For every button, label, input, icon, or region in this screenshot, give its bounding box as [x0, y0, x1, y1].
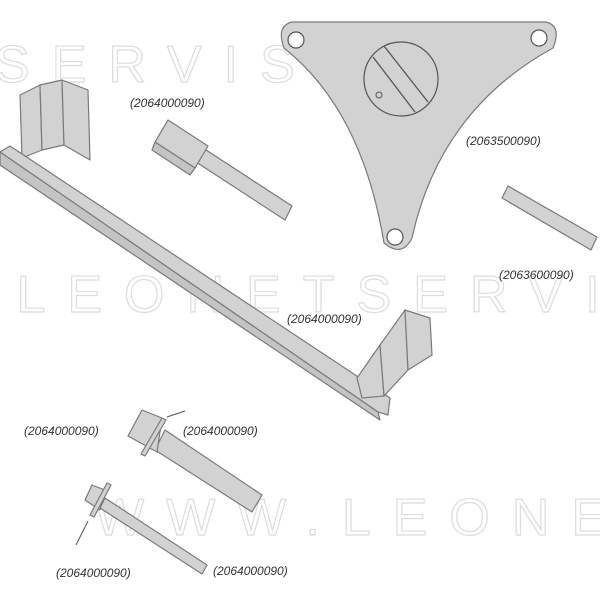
- small-bar: [501, 185, 598, 251]
- mounting-hole: [530, 29, 548, 47]
- label-small-bolt-right: (2064000090): [213, 564, 288, 578]
- center-disc: [363, 41, 439, 117]
- long-bar-tool: [0, 79, 433, 421]
- label-plate: (2063500090): [466, 134, 541, 148]
- label-large-bolt-left: (2064000090): [24, 424, 99, 438]
- small-bolt: [75, 482, 208, 575]
- label-large-bolt-right: (2064000090): [183, 424, 258, 438]
- large-bolt: [127, 409, 263, 513]
- locking-plate: [280, 21, 557, 250]
- label-small-bar: (2063600090): [499, 268, 574, 282]
- watermark-middle: .LEONETSERVIS: [0, 266, 600, 324]
- label-small-bolt-left: (2064000090): [56, 566, 131, 580]
- watermark-layer: SERVIS. .LEONETSERVIS WWW.LEONET: [0, 35, 600, 547]
- mounting-hole: [386, 228, 404, 246]
- label-pin-top: (2064000090): [130, 96, 205, 110]
- watermark-bottom: WWW.LEONET: [95, 489, 600, 547]
- label-long-bar: (2064000090): [287, 312, 362, 326]
- mounting-hole: [287, 31, 305, 49]
- locking-pin: [151, 119, 293, 221]
